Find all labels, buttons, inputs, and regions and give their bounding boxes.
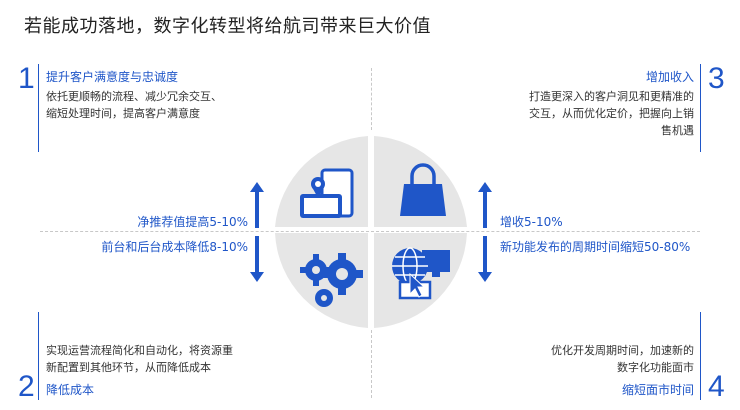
quadrant-2-heading: 降低成本 [46,383,95,397]
quadrant-3-rule [700,64,701,152]
quadrant-3-body: 打造更深入的客户洞见和更精准的 交互，从而优化定价，把握向上销 售机遇 [529,90,694,137]
vertical-divider-bottom [371,330,372,398]
quadrant-4-rule [700,312,701,400]
arrow-down-right [478,236,492,282]
metric-left-top: 净推荐值提高5-10% [137,215,248,229]
quadrant-3-number: 3 [708,62,725,95]
quadrant-2-number: 2 [18,370,35,403]
center-circle [275,136,467,328]
vertical-divider-top [371,68,372,130]
quadrant-1-rule [38,64,39,152]
quadrant-1-number: 1 [18,62,35,95]
quadrant-4-heading: 缩短面市时间 [621,383,694,397]
quadrant-4-number: 4 [708,370,725,403]
horizontal-divider [40,231,700,232]
quadrant-4-body: 优化开发周期时间，加速新的 数字化功能面市 [551,344,694,374]
quadrant-3-heading: 增加收入 [645,70,694,84]
arrow-up-right [478,182,492,228]
quadrant-1-heading: 提升客户满意度与忠诚度 [46,70,179,84]
gears-icon [300,253,363,307]
page-title: 若能成功落地，数字化转型将给航司带来巨大价值 [24,16,431,37]
globe-screen-icon [392,247,450,300]
metric-right-top: 增收5-10% [500,215,563,229]
metric-right-bottom: 新功能发布的周期时间缩短50-80% [500,240,691,254]
mobile-devices-icon [300,168,354,218]
shopping-bag-icon [400,163,446,216]
arrow-down-left [250,236,264,282]
quadrant-2-rule [38,312,39,400]
quadrant-2-body: 实现运营流程简化和自动化，将资源重 新配置到其他环节，从而降低成本 [46,344,233,374]
metric-left-bottom: 前台和后台成本降低8-10% [101,240,248,254]
arrow-up-left [250,182,264,228]
quadrant-1-body: 依托更顺畅的流程、减少冗余交互、 缩短处理时间，提高客户满意度 [46,90,222,120]
